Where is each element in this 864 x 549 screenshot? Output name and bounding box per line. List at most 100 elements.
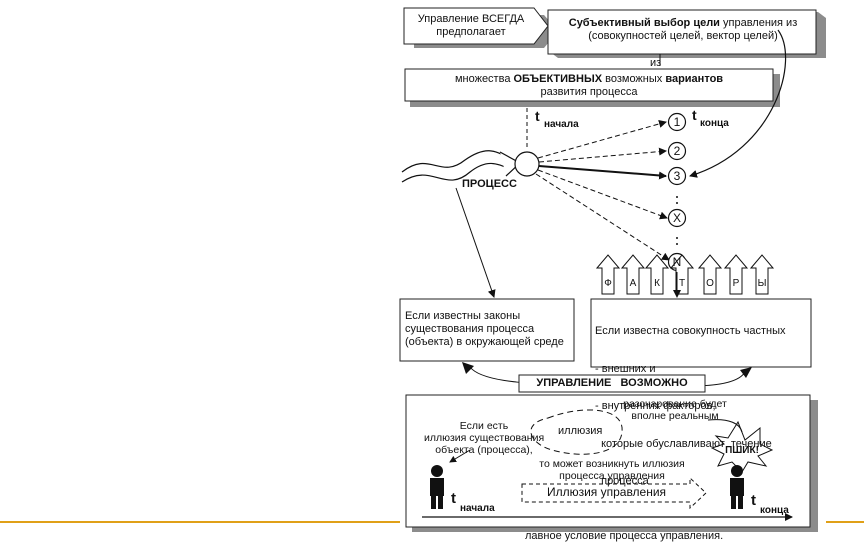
panel-t-end-sub: конца <box>760 505 789 516</box>
then-text: то может возникнуть иллюзия процесса упр… <box>532 458 692 482</box>
banner-right-rest: управления из <box>719 17 798 29</box>
laws-box-text: Если известны законы существования проце… <box>405 310 564 349</box>
outcome-arrows <box>535 120 670 261</box>
laws-line-2: существования процесса <box>405 323 535 335</box>
options-mid: возможных <box>602 73 666 85</box>
outcome-circle-3 <box>667 166 687 186</box>
outcome-circle-1 <box>667 112 687 132</box>
factor-letter-3: К <box>654 278 660 289</box>
outcome-circle-x <box>667 208 687 228</box>
factor-letter-1: Ф <box>604 278 612 289</box>
factor-arrow-2 <box>620 254 646 295</box>
process-node <box>514 151 540 177</box>
factor-letter-2: А <box>629 278 637 289</box>
options-banner <box>404 68 780 107</box>
panel-t-start-sub: начала <box>460 503 495 514</box>
factors-line-3: - внутренних факторов, <box>595 400 716 412</box>
factors-box <box>590 298 812 368</box>
then-line-1: то может возникнуть иллюзия <box>539 458 685 470</box>
then-line-2: процесса управления <box>559 470 665 482</box>
panel-t-end: t <box>751 492 756 509</box>
disappointment-line-2: вполне реальным <box>631 410 719 422</box>
disappointment-line-1: разочарование будет <box>623 398 727 410</box>
laws-box <box>399 298 575 362</box>
if-to-person-arrow <box>449 449 471 463</box>
options-line2: развития процесса <box>540 86 638 98</box>
factors-line-4: которые обуславливают течение <box>595 437 772 450</box>
factor-letter-7: Ы <box>757 278 767 289</box>
illusion-word: иллюзия <box>558 425 603 437</box>
banner-right-line1: Субъективный выбор цели управления из <box>550 17 816 30</box>
banner-right-bold: Субъективный выбор цели <box>568 17 720 29</box>
t-start-label: t <box>535 108 540 124</box>
outcome-circle-2 <box>667 141 687 161</box>
outcome-x: X <box>672 211 681 225</box>
control-possible-box <box>518 374 706 393</box>
process-label: ПРОЦЕСС <box>462 178 517 190</box>
process-to-laws-arrow <box>455 187 496 298</box>
laws-line-3: (объекта) в окружающей среде <box>405 336 564 348</box>
options-pre: множества <box>454 73 514 85</box>
control-possible-label: УПРАВЛЕНИЕ ВОЗМОЖНО <box>536 377 688 389</box>
illusion-control-label: Иллюзия управления <box>546 485 667 499</box>
factor-arrow-3 <box>644 254 670 295</box>
outcome-dots <box>676 196 678 245</box>
if-line-1: Если есть <box>459 420 509 432</box>
outcome-n: N <box>672 255 682 269</box>
panel-t-start-t: t <box>451 490 456 507</box>
illusion-control-arrow <box>521 476 707 510</box>
banner-left-text: Управление ВСЕГДА предполагает <box>410 13 532 39</box>
banner-right-box <box>547 9 826 58</box>
options-bold-variants: вариантов <box>665 73 724 85</box>
panel-t-start: t <box>451 490 456 507</box>
banner-right-text: Субъективный выбор цели управления из (с… <box>550 17 816 43</box>
disappointment-arrow <box>707 419 743 433</box>
factors-line-2: - внешних и <box>595 362 656 375</box>
panel-t-end-t: t <box>751 492 756 509</box>
if-text: Если есть иллюзия существования объекта … <box>424 420 544 456</box>
factors-box-text: Если известна совокупность частных - вне… <box>595 300 786 513</box>
if-line-2: иллюзия существования <box>424 432 545 444</box>
iz-label: из <box>650 57 662 69</box>
factor-arrow-1 <box>595 254 621 295</box>
t-start-sub: начала <box>544 119 579 130</box>
t-end-label: t <box>692 107 697 123</box>
banner-left-line1: Управление ВСЕГДА <box>417 13 525 25</box>
laws-line-1: Если известны законы <box>405 310 521 322</box>
illusion-blob <box>530 409 623 455</box>
factor-letter-4: Т <box>678 278 686 289</box>
t-start-t: t <box>535 108 540 124</box>
banner-left-line2: предполагает <box>436 26 506 38</box>
options-line1: множества ОБЪЕКТИВНЫХ возможных варианто… <box>405 73 773 86</box>
bang-starburst <box>710 420 774 473</box>
divider-right <box>826 521 864 523</box>
factor-letter-6: Р <box>732 278 740 289</box>
person-end-icon <box>730 465 744 509</box>
t-end-sub: конца <box>700 118 729 129</box>
person-start-icon <box>430 465 444 509</box>
goal-selection-curve <box>689 29 787 178</box>
outcome-2: 2 <box>673 144 681 158</box>
outcome-1: 1 <box>673 115 681 129</box>
t-end-t: t <box>692 107 697 123</box>
banner-left-arrow <box>403 7 558 48</box>
factor-letter-5: О <box>706 278 714 289</box>
factor-arrow-6 <box>723 254 749 295</box>
divider-left <box>0 521 400 523</box>
caption: лавное условие процесса управления. <box>525 530 724 542</box>
outcome-3: 3 <box>673 169 681 183</box>
factors-line-5: процесса <box>595 475 649 487</box>
options-text: множества ОБЪЕКТИВНЫХ возможных варианто… <box>405 73 773 99</box>
factor-arrows <box>595 254 775 295</box>
if-line-3: объекта (процесса), <box>435 444 533 456</box>
factor-arrow-7 <box>749 254 775 295</box>
banner-right-line2: (совокупностей целей, вектор целей) <box>588 30 778 42</box>
factors-line-1: Если известна совокупность частных <box>595 325 786 337</box>
options-bold-objective: ОБЪЕКТИВНЫХ <box>513 73 603 85</box>
factor-arrow-5 <box>697 254 723 295</box>
disappointment-text: разочарование будет вполне реальным <box>620 398 730 422</box>
bang-label: ПШИК! <box>725 445 759 456</box>
outcome-circles <box>667 112 687 272</box>
